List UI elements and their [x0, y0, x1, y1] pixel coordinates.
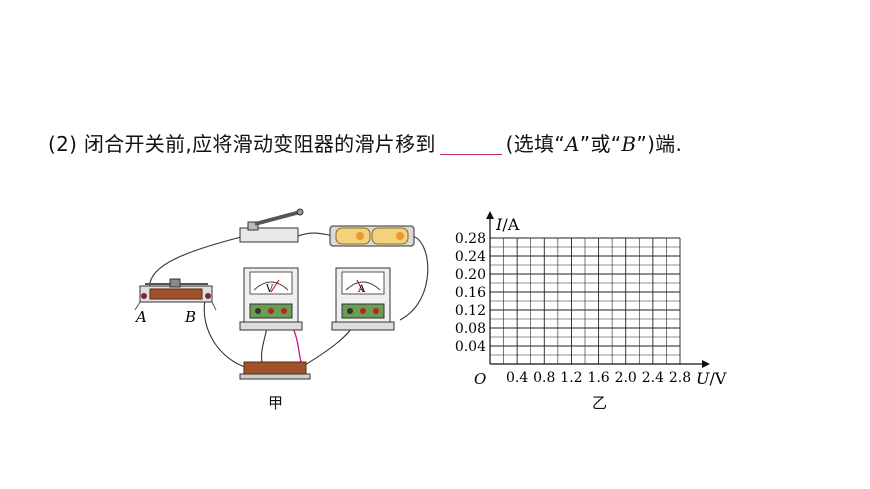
y-tick-label: 0.20 — [455, 267, 486, 283]
rheostat-label-a: A — [134, 308, 147, 326]
question-stem: 闭合开关前,应将滑动变阻器的滑片移到 — [83, 132, 436, 156]
graph-axes — [486, 211, 710, 368]
x-tick-label: 0.8 — [533, 370, 555, 386]
rheostat — [134, 278, 217, 311]
resistor — [239, 361, 311, 380]
x-axis-label: U/V — [696, 369, 727, 388]
circuit-wires — [149, 232, 429, 369]
answer-blank[interactable] — [439, 134, 502, 155]
y-tick-label: 0.16 — [455, 285, 486, 301]
question-option-separator: ”或“ — [579, 132, 622, 156]
question-number: (2) — [48, 132, 78, 156]
ammeter-symbol: A — [357, 284, 366, 295]
y-axis-label: I/A — [495, 215, 520, 234]
x-tick-label: 2.0 — [615, 370, 637, 386]
y-tick-label: 0.04 — [455, 339, 486, 355]
x-tick-label: 0.4 — [506, 370, 528, 386]
x-tick-label: 2.4 — [642, 370, 664, 386]
graph-origin: O — [474, 370, 486, 388]
circuit-caption: 甲 — [268, 394, 284, 412]
x-tick-label: 1.6 — [587, 370, 609, 386]
y-tick-label: 0.12 — [455, 303, 486, 319]
x-tick-label: 2.8 — [669, 370, 691, 386]
question-end: ”)端. — [636, 132, 683, 156]
y-tick-label: 0.24 — [455, 249, 486, 265]
x-tick-label: 1.2 — [560, 370, 582, 386]
y-tick-label: 0.08 — [455, 321, 486, 337]
option-a: A — [565, 132, 580, 156]
question-text: (2) 闭合开关前,应将滑动变阻器的滑片移到 (选填“A”或“B”)端. — [48, 128, 682, 157]
graph-caption: 乙 — [592, 394, 608, 412]
switch — [239, 208, 304, 243]
rheostat-label-b: B — [184, 308, 196, 326]
question-option-prefix: (选填“ — [505, 132, 566, 156]
option-b: B — [621, 132, 637, 156]
voltmeter-symbol: V — [265, 284, 274, 295]
ammeter — [331, 267, 395, 331]
graph-grid — [489, 237, 681, 365]
voltmeter — [239, 267, 303, 331]
y-tick-label: 0.28 — [455, 231, 486, 247]
battery-pack — [329, 225, 415, 247]
